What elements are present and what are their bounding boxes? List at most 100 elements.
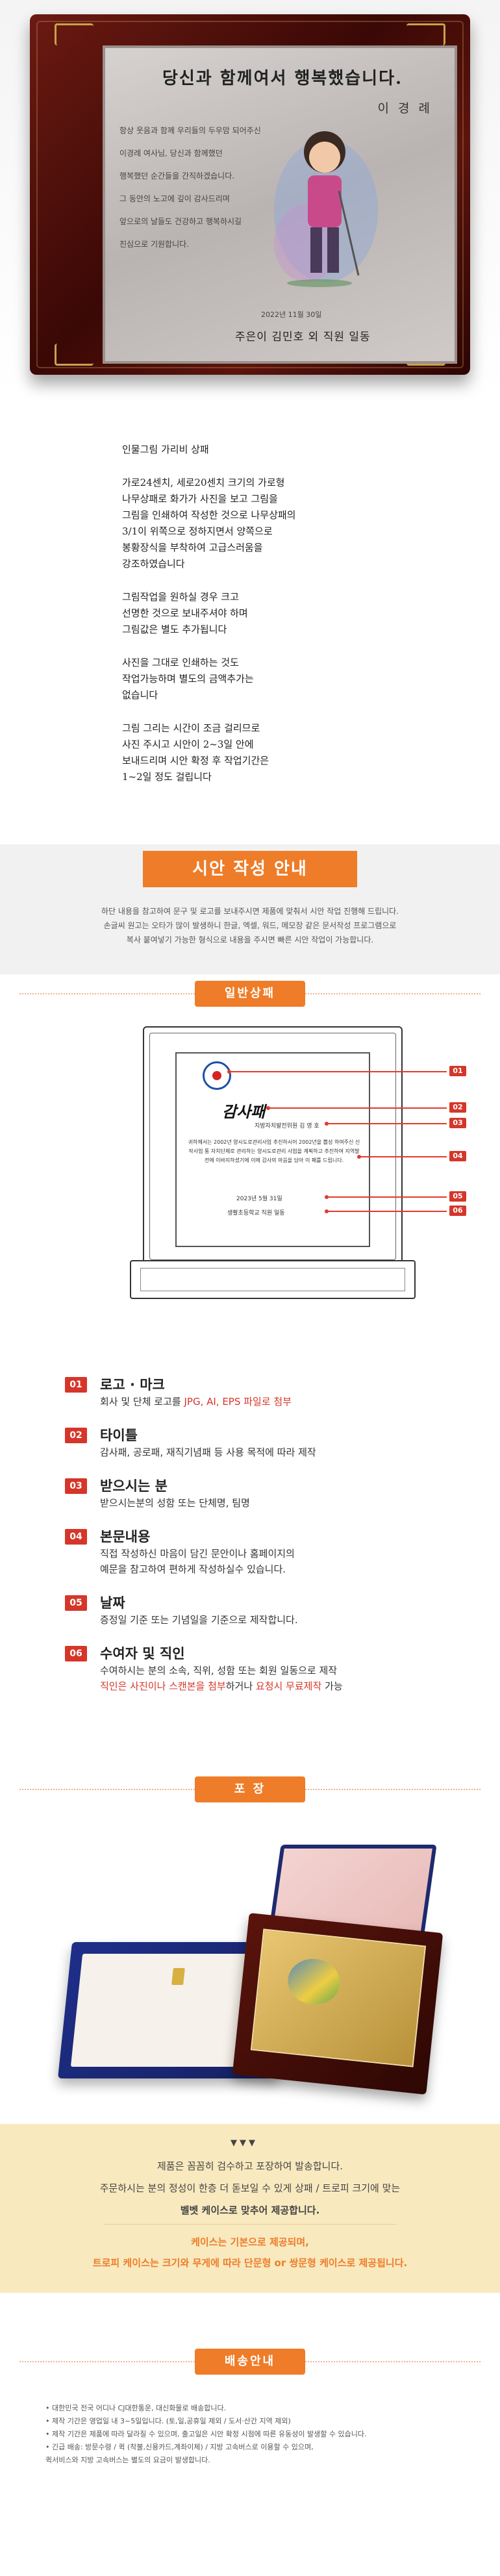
poem-line: 1~2일 정도 걸립니다	[122, 771, 212, 783]
plaque-signature: 주은이 김민호 외 직원 일동	[235, 331, 371, 344]
poem-gap	[122, 703, 434, 720]
leader-line	[360, 1156, 447, 1157]
sketch-recipient: 지방자치발전위원 김 영 호	[255, 1123, 319, 1130]
guide-text-line: 손글씨 원고는 오타가 많이 발생하니 한글, 엑셀, 워드, 메모장 같은 문…	[103, 921, 397, 930]
poem-line: 그림작업을 원하실 경우 크고	[122, 591, 239, 603]
sketch-date: 2023년 5월 31일	[236, 1196, 282, 1202]
poem-line: 그림 그리는 시간이 조금 걸리므로	[122, 722, 260, 734]
field-guide-list: 01 로고 · 마크 회사 및 단체 로고를 JPG, AI, EPS 파일로 …	[65, 1376, 468, 1711]
leader-line	[327, 1123, 447, 1124]
item-title: 타이틀	[100, 1428, 138, 1443]
item-desc: 직접 작성하신 마음이 담긴 문안이나 홈페이지의	[100, 1548, 295, 1559]
gold-corner-ornament	[55, 23, 94, 45]
plaque-message-line: 이경례 여사님, 당신과 함께했던	[119, 149, 223, 158]
callout-tag: 03	[449, 1118, 466, 1128]
item-desc: 감사패, 공로패, 재직기념패 등 사용 목적에 따라 제작	[100, 1446, 316, 1458]
guide-heading: 시안 작성 안내	[143, 851, 357, 887]
down-arrows-icon: ▼▼▼	[231, 2138, 258, 2148]
field-guide-item: 05 날짜 증정일 기준 또는 기념일을 기준으로 제작합니다.	[65, 1594, 468, 1628]
section-pill-shipping: 배송안내	[195, 2349, 305, 2375]
shipping-item: 퀵서비스와 지방 고속버스는 별도의 요금이 발생합니다.	[45, 2456, 210, 2464]
callout-tag: 06	[449, 1206, 466, 1216]
field-guide-item: 01 로고 · 마크 회사 및 단체 로고를 JPG, AI, EPS 파일로 …	[65, 1376, 468, 1409]
leader-dot	[325, 1122, 329, 1126]
sketch-plate: 감사패 지방자치발전위원 김 영 호 귀하께서는 2002년 양시도로관리사업 …	[175, 1052, 370, 1247]
plaque-message-line: 행복했던 순간들을 간직하겠습니다.	[119, 171, 235, 181]
item-number: 02	[65, 1428, 87, 1443]
sketch-body: 귀하께서는 2002년 양시도로관리사업 추진하시어 2002년을 뽑성 하여주…	[188, 1139, 360, 1163]
item-desc: 직인은 사진이나 스캔본을 첨부하거나 요청시 무료제작 가능	[100, 1678, 468, 1694]
poem-line: 보내드리며 시안 확정 후 작업기간은	[122, 755, 269, 766]
poem-line: 사진을 그대로 인쇄하는 것도	[122, 657, 239, 668]
plaque-message-line: 진심으로 기원합니다.	[119, 240, 189, 249]
field-guide-item: 02 타이틀 감사패, 공로패, 재직기념패 등 사용 목적에 따라 제작	[65, 1426, 468, 1460]
sketch-presenter: 생활초등학교 직원 일동	[227, 1210, 285, 1217]
packing-text: 제품은 꼼꼼히 검수하고 포장하여 발송합니다. 주문하시는 분의 정성이 한층…	[0, 2155, 500, 2221]
plaque-title: 당신과 함께여서 행복했습니다.	[162, 69, 403, 88]
item-number: 03	[65, 1478, 87, 1494]
section-divider	[0, 1783, 500, 1796]
poem-gap	[122, 572, 434, 589]
item-number: 06	[65, 1646, 87, 1661]
leader-dot	[266, 1106, 270, 1110]
item-title: 수여자 및 직인	[100, 1646, 185, 1661]
callout-tag: 01	[449, 1066, 466, 1076]
poem-line: 작업가능하며 별도의 금액추가는	[122, 673, 254, 685]
item-desc-highlight: JPG, AI, EPS 파일로 첨부	[184, 1396, 292, 1408]
poem-gap	[122, 638, 434, 655]
guide-text-line: 하단 내용을 참고하여 문구 및 로고를 보내주시면 제품에 맞춰서 시안 작업…	[101, 907, 399, 916]
packed-plaque	[232, 1913, 444, 2095]
item-desc: 예문을 참고하여 편하게 작성하실수 있습니다.	[100, 1563, 286, 1575]
poem-line: 인물그림 가리비 상패	[122, 444, 209, 455]
leader-dot	[357, 1155, 361, 1159]
poem-line: 선명한 것으로 보내주셔야 하며	[122, 607, 248, 619]
poem-line: 가로24센치, 세로20센치 크기의 가로형	[122, 477, 285, 488]
item-title: 받으시는 분	[100, 1478, 168, 1494]
emblem-icon	[203, 1061, 231, 1090]
packing-note-line: 케이스는 기본으로 제공되며,	[191, 2236, 309, 2248]
dotted-line	[305, 1789, 481, 1790]
packing-note-line: 트로피 케이스는 크기와 무게에 따라 단문형 or 쌍문형 케이스로 제공됩니…	[92, 2257, 408, 2269]
item-desc-text: 가능	[321, 1680, 343, 1692]
poem-line: 강조하였습니다	[122, 558, 185, 570]
field-guide-item: 06 수여자 및 직인 수여하시는 분의 소속, 직위, 성함 또는 회원 일동…	[65, 1645, 468, 1694]
item-number: 05	[65, 1595, 87, 1611]
plaque-recipient-name: 이 경 례	[377, 101, 432, 116]
plaque-message-line: 항상 웃음과 함께 우리들의 두우맘 되어주신	[119, 126, 261, 135]
plaque-message-line: 그 동안의 노고에 깊이 감사드리며	[119, 194, 230, 203]
item-desc-highlight: 요청시 무료제작	[255, 1680, 322, 1692]
guide-text-line: 복사 붙여넣기 가능한 형식으로 내용을 주시면 빠른 시안 작업이 가능합니다…	[126, 935, 374, 944]
leader-dot	[325, 1209, 329, 1213]
packing-note: 케이스는 기본으로 제공되며, 트로피 케이스는 크기와 무게에 따라 단문형 …	[0, 2232, 500, 2273]
poem-line: 그림을 인쇄하여 작성한 것으로 나무상패의	[122, 509, 296, 521]
leader-line	[230, 1071, 447, 1072]
packing-photo	[26, 1825, 474, 2104]
section-pill-general: 일반상패	[195, 981, 305, 1007]
dotted-line	[19, 993, 195, 994]
packing-line: 벨벳 케이스로 맞추어 제공합니다.	[180, 2204, 320, 2216]
item-number: 04	[65, 1529, 87, 1545]
sketch-title: 감사패	[222, 1102, 266, 1121]
shipping-info: • 대한민국 전국 어디나 CJ대한통운, 대신화물로 배송합니다. • 제작 …	[45, 2402, 474, 2467]
leader-dot	[227, 1070, 231, 1074]
item-desc-text: 회사 및 단체 로고를	[100, 1396, 184, 1408]
item-desc: 받으시는분의 성함 또는 단체명, 팀명	[100, 1497, 250, 1509]
section-divider	[0, 987, 500, 1000]
item-desc: 수여하시는 분의 소속, 직위, 성함 또는 회원 일동으로 제작	[100, 1665, 338, 1676]
item-desc-highlight: 직인은 사진이나 스캔본을 첨부	[100, 1680, 226, 1692]
callout-tag: 05	[449, 1191, 466, 1202]
poem-line: 나무상패로 화가가 사진을 보고 그림을	[122, 493, 278, 505]
plaque-plate: 당신과 함께여서 행복했습니다. 이 경 례 항상 웃음과 함께 우리들의 두우…	[103, 45, 457, 364]
plaque-message: 항상 웃음과 함께 우리들의 두우맘 되어주신 이경례 여사님, 당신과 함께했…	[119, 125, 269, 261]
plaque-diagram: 감사패 지방자치발전위원 김 영 호 귀하께서는 2002년 양시도로관리사업 …	[130, 1026, 481, 1306]
dotted-line	[19, 2361, 195, 2362]
leader-line	[327, 1196, 447, 1198]
item-number: 01	[65, 1377, 87, 1393]
packing-info-band	[0, 2124, 500, 2293]
packing-line: 제품은 꼼꼼히 검수하고 포장하여 발송합니다.	[156, 2160, 344, 2172]
packing-divider	[104, 2224, 396, 2225]
field-guide-item: 04 본문내용 직접 작성하신 마음이 담긴 문안이나 홈페이지의 예문을 참고…	[65, 1528, 468, 1577]
callout-tag: 02	[449, 1102, 466, 1113]
